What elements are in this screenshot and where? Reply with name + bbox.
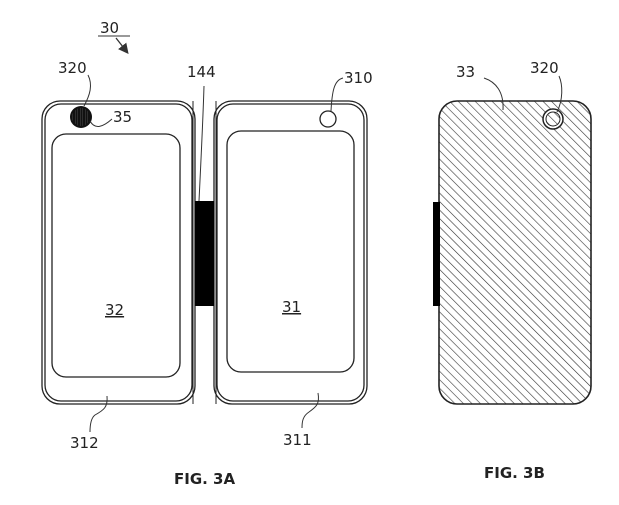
label-320: 320 [58, 59, 87, 77]
label-32: 32 [105, 301, 124, 319]
label-33: 33 [456, 63, 475, 81]
right-screen [226, 130, 355, 373]
left-panel [41, 100, 196, 405]
label-312: 312 [70, 434, 99, 452]
leader-320 [83, 74, 92, 107]
fig-3b: 33 320 FIG. 3B [433, 59, 592, 482]
side-hinge [433, 202, 440, 306]
leader-144 [198, 85, 205, 202]
leader-312 [89, 395, 108, 433]
caption-fig-3a: FIG. 3A [174, 470, 235, 488]
label-310: 310 [344, 69, 373, 87]
assembly-arrow-icon [115, 37, 129, 55]
fig-3a: 30 32 [41, 19, 373, 488]
right-panel [213, 100, 368, 405]
back-cover [438, 100, 592, 405]
leader-35 [89, 118, 113, 127]
leader-320-back [556, 75, 563, 113]
label-30: 30 [100, 19, 119, 37]
left-screen [51, 133, 181, 378]
label-144: 144 [187, 63, 216, 81]
leader-310 [330, 77, 344, 112]
label-311: 311 [283, 431, 312, 449]
hinge [192, 101, 217, 404]
leader-311 [301, 392, 319, 429]
label-320-back: 320 [530, 59, 559, 77]
label-31: 31 [282, 298, 301, 316]
caption-fig-3b: FIG. 3B [484, 464, 545, 482]
front-sensor-icon [319, 110, 337, 128]
label-35: 35 [113, 108, 132, 126]
leader-33 [483, 77, 504, 111]
